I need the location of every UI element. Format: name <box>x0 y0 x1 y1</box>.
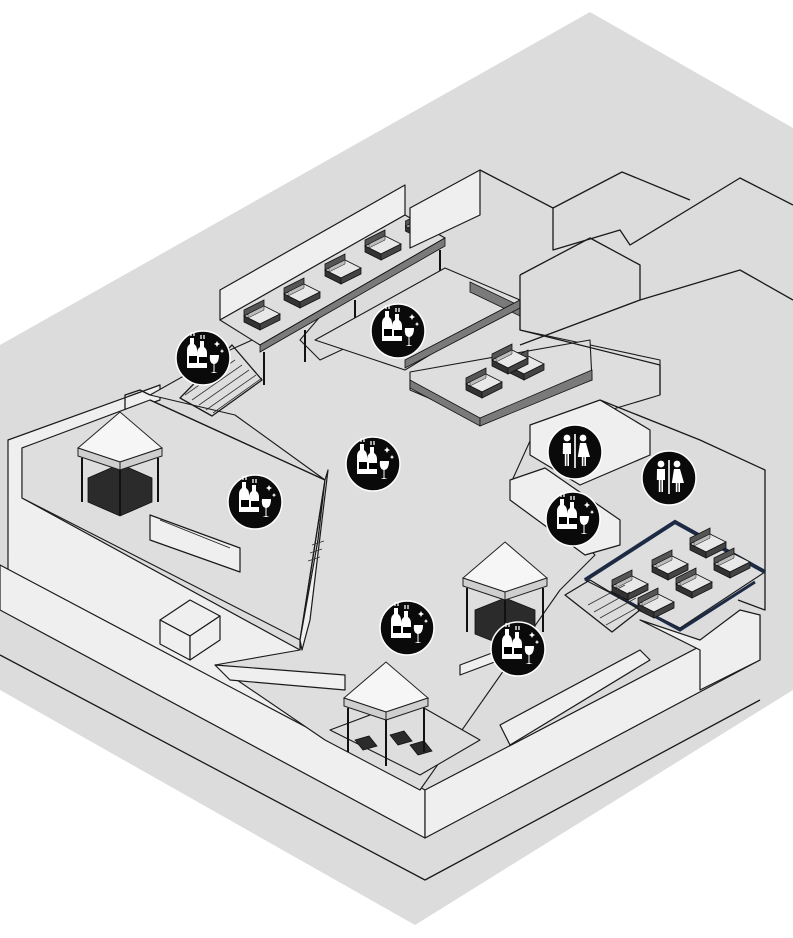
bottles-and-glass-icon[interactable] <box>490 621 546 677</box>
left-bar-counter <box>149 514 241 573</box>
bottles-and-glass-icon[interactable] <box>370 303 426 359</box>
bottles-and-glass-icon[interactable] <box>227 474 283 530</box>
restroom-icon[interactable] <box>547 424 603 480</box>
bottles-and-glass-icon[interactable] <box>175 330 231 386</box>
bottles-and-glass-icon[interactable] <box>545 491 601 547</box>
restroom-icon[interactable] <box>641 450 697 506</box>
bottles-and-glass-icon[interactable] <box>345 436 401 492</box>
map-markers <box>175 303 697 677</box>
bottles-and-glass-icon[interactable] <box>379 600 435 656</box>
tent-left <box>77 401 163 517</box>
outer-ground-edge <box>0 654 761 881</box>
